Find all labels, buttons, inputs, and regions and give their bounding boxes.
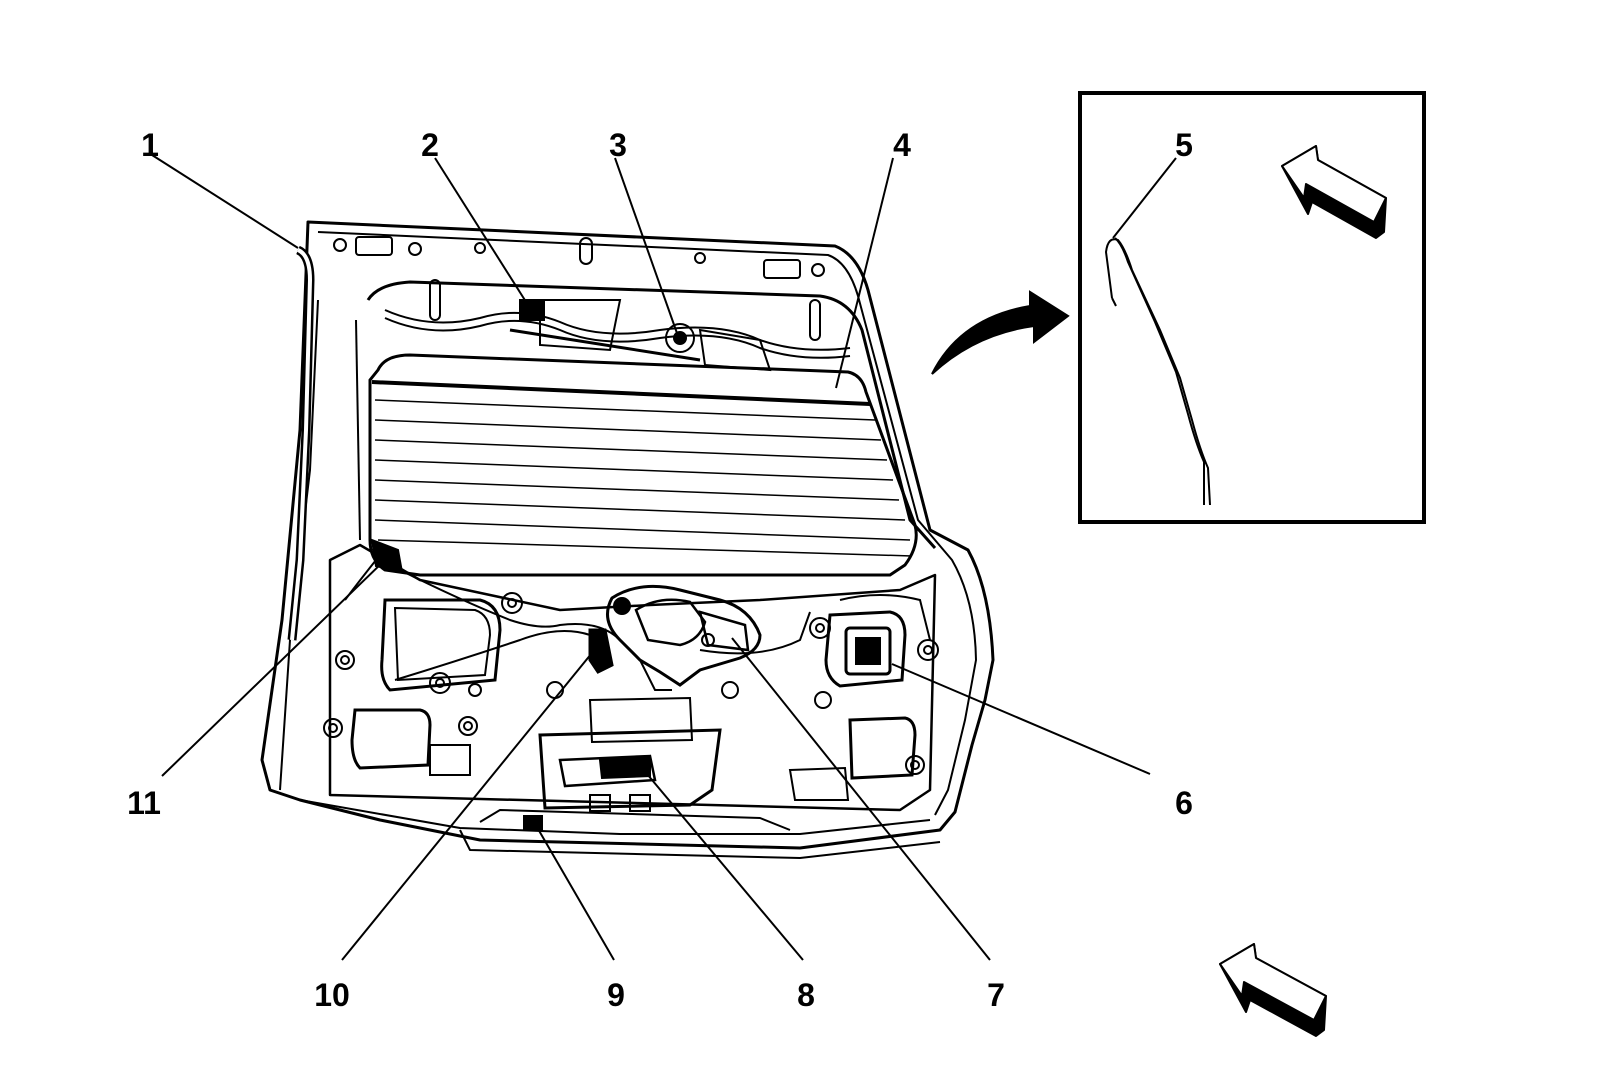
callout-4: 4 xyxy=(893,127,911,163)
leader-5 xyxy=(1112,157,1177,239)
connector-9 xyxy=(523,815,543,831)
upper-panel-holes xyxy=(333,236,825,341)
callout-11: 11 xyxy=(127,785,161,821)
rear-window-glass xyxy=(368,353,918,577)
callout-6: 6 xyxy=(1175,785,1193,821)
latch-8 xyxy=(598,754,651,780)
callout-numbers: 1 2 3 4 5 6 7 8 9 10 11 xyxy=(127,127,1193,1013)
leader-10 xyxy=(341,647,597,961)
leader-4 xyxy=(835,157,894,389)
washer-hose-5 xyxy=(1104,237,1211,506)
callout-leaders xyxy=(151,154,1177,961)
grommet-3 xyxy=(673,331,687,345)
weatherstrip xyxy=(287,245,315,641)
leader-6 xyxy=(891,663,1151,775)
callout-5: 5 xyxy=(1175,127,1193,163)
leader-1 xyxy=(151,154,299,249)
leader-3 xyxy=(614,157,679,337)
view-direction-arrow-icon xyxy=(1219,943,1327,1037)
leader-9 xyxy=(533,821,615,961)
curved-detail-arrow-icon xyxy=(931,290,1070,375)
view-direction-arrow-icon xyxy=(1281,145,1387,239)
leader-7 xyxy=(731,637,991,961)
lower-panel-details xyxy=(323,592,939,831)
leader-11 xyxy=(161,559,386,777)
upper-wiring-harness xyxy=(384,299,851,372)
callout-2: 2 xyxy=(421,127,439,163)
leader-2 xyxy=(434,157,529,306)
upper-connector-2 xyxy=(519,299,545,321)
wiper-motor-assembly xyxy=(588,584,762,691)
detail-inset xyxy=(1078,91,1426,524)
callout-3: 3 xyxy=(609,127,627,163)
callout-10: 10 xyxy=(314,977,350,1013)
switch-6 xyxy=(844,626,892,676)
callout-8: 8 xyxy=(797,977,815,1013)
callout-9: 9 xyxy=(607,977,625,1013)
leader-8 xyxy=(641,767,804,961)
callout-1: 1 xyxy=(141,127,159,163)
callout-7: 7 xyxy=(987,977,1005,1013)
